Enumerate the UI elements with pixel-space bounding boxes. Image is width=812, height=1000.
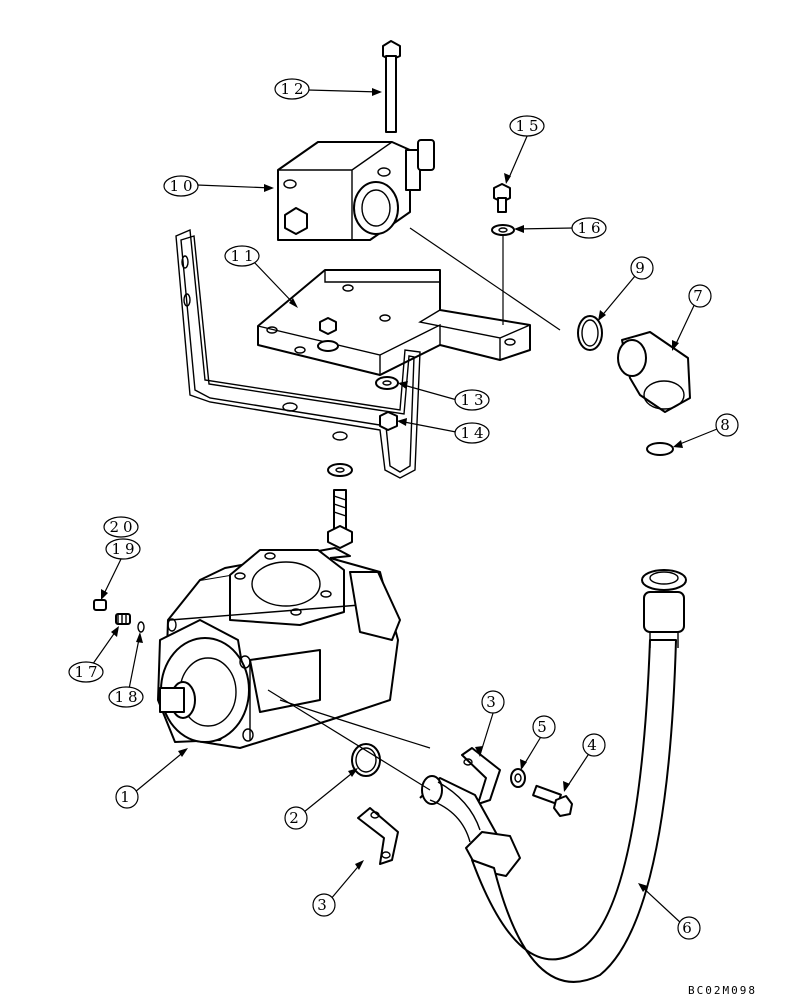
callout-label: 14 xyxy=(460,424,487,442)
callout-16: 16 xyxy=(571,217,607,239)
washer-16 xyxy=(491,224,515,236)
assembly-line-pump xyxy=(279,699,431,749)
clamp-half-3a xyxy=(461,747,501,805)
hydraulic-pump-1 xyxy=(157,547,401,749)
callout-label: 20 xyxy=(109,518,136,536)
long-bolt-12 xyxy=(382,40,401,133)
fitting-17 xyxy=(115,613,131,625)
cap-19-20 xyxy=(93,599,107,611)
callout-19: 19 xyxy=(105,538,141,560)
callout-label: 7 xyxy=(693,287,707,305)
callout-label: 12 xyxy=(280,80,307,98)
callout-3-upper: 3 xyxy=(481,690,505,714)
callout-label: 9 xyxy=(635,259,649,277)
o-ring-8 xyxy=(646,442,674,456)
callout-label: 10 xyxy=(169,177,196,195)
callout-label: 8 xyxy=(720,416,734,434)
support-bracket xyxy=(175,228,421,479)
callout-label: 3 xyxy=(486,693,500,711)
o-ring-18 xyxy=(137,621,145,633)
callout-label: 1 xyxy=(120,788,134,806)
callout-18: 18 xyxy=(108,686,144,708)
callout-label: 16 xyxy=(577,219,604,237)
callout-label: 2 xyxy=(289,809,303,827)
callout-3-lower: 3 xyxy=(312,893,336,917)
callout-label: 18 xyxy=(114,688,141,706)
bolt-15 xyxy=(493,183,511,213)
callout-2: 2 xyxy=(284,806,308,830)
assembly-line-oring xyxy=(267,689,431,791)
bolt-lower xyxy=(327,489,353,549)
callout-12: 12 xyxy=(274,78,310,100)
callout-14: 14 xyxy=(454,422,490,444)
callout-label: 5 xyxy=(537,718,551,736)
elbow-fitting-7 xyxy=(617,331,691,413)
callout-20: 20 xyxy=(103,516,139,538)
callout-10: 10 xyxy=(163,175,199,197)
mounting-plate-11 xyxy=(257,269,531,376)
washer-13 xyxy=(375,376,399,390)
callout-5: 5 xyxy=(532,715,556,739)
drawing-code: BC02M098 xyxy=(688,984,757,997)
callout-label: 11 xyxy=(230,247,257,265)
callout-8: 8 xyxy=(715,413,739,437)
callout-4: 4 xyxy=(582,733,606,757)
lock-washer-5 xyxy=(510,768,526,788)
callout-arrowheads xyxy=(101,88,683,892)
valve-block-10 xyxy=(277,139,435,241)
callout-label: 3 xyxy=(317,896,331,914)
callout-label: 15 xyxy=(515,117,542,135)
callout-1: 1 xyxy=(115,785,139,809)
callout-label: 17 xyxy=(74,663,101,681)
callout-11: 11 xyxy=(224,245,260,267)
callout-6: 6 xyxy=(677,916,701,940)
nut-14 xyxy=(379,411,398,431)
callout-17: 17 xyxy=(68,661,104,683)
washer-lower xyxy=(327,463,353,477)
bolt-4 xyxy=(532,784,573,817)
callout-7: 7 xyxy=(688,284,712,308)
callout-15: 15 xyxy=(509,115,545,137)
callout-label: 4 xyxy=(587,736,601,754)
callout-label: 6 xyxy=(682,919,696,937)
callout-9: 9 xyxy=(630,256,654,280)
callout-13: 13 xyxy=(454,389,490,411)
hose-assembly-6 xyxy=(419,569,687,983)
clamp-half-3b xyxy=(357,807,399,865)
callout-label: 19 xyxy=(111,540,138,558)
assembly-line-valve xyxy=(409,227,561,331)
callout-label: 13 xyxy=(460,391,487,409)
